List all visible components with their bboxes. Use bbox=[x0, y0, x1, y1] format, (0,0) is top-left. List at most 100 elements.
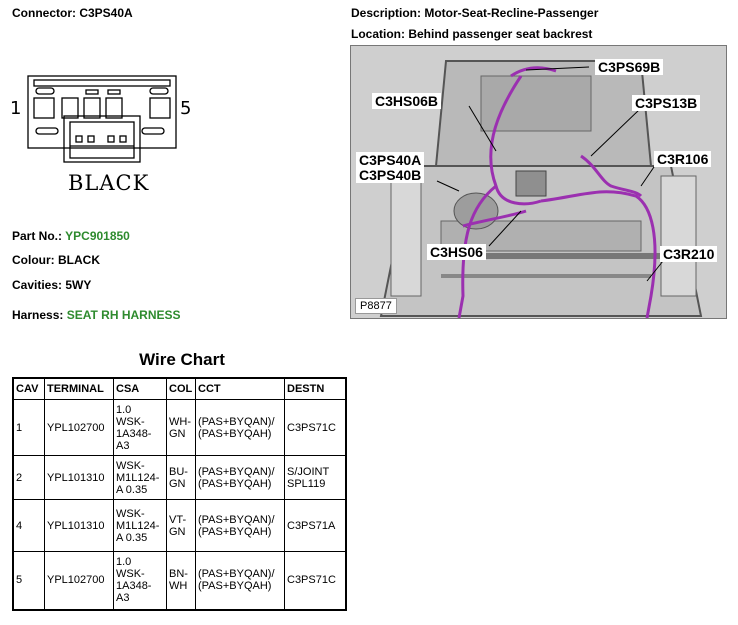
cell-csa-line: WSK- bbox=[116, 415, 145, 428]
cell-csa-line: WSK- bbox=[116, 459, 145, 472]
colour-label: Colour: bbox=[12, 253, 55, 267]
cell-terminal: YPL102700 bbox=[44, 399, 114, 456]
cell-cct: (PAS+BYQAN)/(PAS+BYQAH) bbox=[195, 455, 285, 500]
cell-cct-line: (PAS+BYQAN)/ bbox=[198, 415, 275, 428]
cell-col-line: WH bbox=[169, 580, 188, 593]
pin-number-right: 5 bbox=[180, 98, 192, 119]
header-cav: CAV bbox=[12, 377, 45, 400]
cell-csa-line: A3 bbox=[116, 439, 130, 452]
location-label: Location: Behind passenger seat backrest bbox=[351, 27, 593, 41]
cell-csa-line: M1L124- bbox=[116, 471, 160, 484]
wire-chart-header-row: CAV TERMINAL CSA COL CCT DESTN bbox=[12, 377, 347, 400]
cell-csa: WSK-M1L124-A 0.35 bbox=[113, 499, 167, 552]
photo-plate-number: P8877 bbox=[355, 298, 397, 314]
part-no-row: Part No.: YPC901850 bbox=[12, 229, 130, 243]
connector-color-text: BLACK bbox=[68, 171, 150, 195]
cell-csa: WSK-M1L124-A 0.35 bbox=[113, 455, 167, 500]
cell-destn-line: C3PS71C bbox=[287, 421, 336, 434]
cell-cct-line: (PAS+BYQAN)/ bbox=[198, 465, 275, 478]
cavities-value: 5WY bbox=[65, 278, 92, 292]
colour-row: Colour: BLACK bbox=[12, 253, 100, 267]
cell-col-line: BU- bbox=[169, 465, 188, 478]
cell-cav: 4 bbox=[12, 499, 45, 552]
connector-face-diagram: 1 5 BLACK bbox=[8, 70, 208, 200]
callout-c3ps40a: C3PS40A bbox=[356, 152, 425, 168]
cell-csa-line: A 0.35 bbox=[116, 531, 148, 544]
cell-cct-line: (PAS+BYQAN)/ bbox=[198, 568, 275, 581]
cell-cct-line: (PAS+BYQAH) bbox=[198, 427, 272, 440]
callout-c3r106: C3R106 bbox=[654, 151, 712, 167]
cell-col-line: GN bbox=[169, 427, 186, 440]
cell-csa-line: M1L124- bbox=[116, 519, 160, 532]
cell-destn: C3PS71C bbox=[284, 399, 347, 456]
header-terminal: TERMINAL bbox=[44, 377, 114, 400]
harness-row: Harness: SEAT RH HARNESS bbox=[12, 308, 181, 322]
cell-col: BU-GN bbox=[166, 455, 196, 500]
cell-cav: 1 bbox=[12, 399, 45, 456]
cell-destn-line: S/JOINT bbox=[287, 465, 330, 478]
cell-csa-line: 1A348- bbox=[116, 580, 152, 593]
colour-value: BLACK bbox=[58, 253, 100, 267]
harness-value: SEAT RH HARNESS bbox=[66, 308, 181, 322]
cell-destn-line: SPL119 bbox=[287, 477, 326, 490]
header-csa: CSA bbox=[113, 377, 167, 400]
cell-csa-line: WSK- bbox=[116, 568, 145, 581]
cell-terminal: YPL102700 bbox=[44, 551, 114, 610]
part-no-value: YPC901850 bbox=[65, 229, 130, 243]
callout-c3ps13b: C3PS13B bbox=[632, 95, 701, 111]
cell-cct-line: (PAS+BYQAH) bbox=[198, 580, 272, 593]
pin-number-left: 1 bbox=[10, 98, 22, 119]
harness-label: Harness: bbox=[12, 308, 64, 322]
cell-destn: C3PS71A bbox=[284, 499, 347, 552]
cell-cct: (PAS+BYQAN)/(PAS+BYQAH) bbox=[195, 499, 285, 552]
cell-terminal: YPL101310 bbox=[44, 499, 114, 552]
description-label: Description: Motor-Seat-Recline-Passenge… bbox=[351, 6, 599, 20]
cell-cav: 5 bbox=[12, 551, 45, 610]
cell-cct-line: (PAS+BYQAN)/ bbox=[198, 513, 275, 526]
cell-col-line: WH- bbox=[169, 415, 191, 428]
cell-terminal: YPL101310 bbox=[44, 455, 114, 500]
cell-destn: C3PS71C bbox=[284, 551, 347, 610]
callout-c3hs06b: C3HS06B bbox=[372, 93, 442, 109]
connector-outline-icon bbox=[27, 75, 177, 163]
wire-chart-title: Wire Chart bbox=[139, 350, 225, 369]
cell-col: WH-GN bbox=[166, 399, 196, 456]
callout-c3ps40b: C3PS40B bbox=[356, 167, 425, 183]
cell-col-line: GN bbox=[169, 525, 186, 538]
cell-csa-line: 1.0 bbox=[116, 556, 132, 569]
cell-cct-line: (PAS+BYQAH) bbox=[198, 525, 272, 538]
cell-csa-line: 1A348- bbox=[116, 427, 152, 440]
cavities-row: Cavities: 5WY bbox=[12, 278, 91, 292]
callout-c3hs06: C3HS06 bbox=[427, 244, 486, 260]
cell-col: VT-GN bbox=[166, 499, 196, 552]
cell-col-line: BN- bbox=[169, 568, 188, 581]
cell-destn-line: C3PS71A bbox=[287, 519, 336, 532]
cell-cct-line: (PAS+BYQAH) bbox=[198, 477, 272, 490]
cell-csa-line: A3 bbox=[116, 592, 130, 605]
cell-col-line: VT- bbox=[169, 513, 187, 526]
part-no-label: Part No.: bbox=[12, 229, 63, 243]
cell-csa-line: WSK- bbox=[116, 507, 145, 520]
connector-label: Connector: C3PS40A bbox=[12, 6, 133, 20]
header-col: COL bbox=[166, 377, 196, 400]
header-destn: DESTN bbox=[284, 377, 347, 400]
seat-frame-illustration-icon bbox=[351, 46, 726, 318]
cell-col: BN-WH bbox=[166, 551, 196, 610]
callout-c3r210: C3R210 bbox=[660, 246, 718, 262]
cell-csa-line: 1.0 bbox=[116, 403, 132, 416]
location-photo: C3PS69B C3HS06B C3PS13B C3PS40A C3PS40B … bbox=[350, 45, 727, 319]
cavities-label: Cavities: bbox=[12, 278, 63, 292]
cell-cav: 2 bbox=[12, 455, 45, 500]
cell-col-line: GN bbox=[169, 477, 186, 490]
cell-cct: (PAS+BYQAN)/(PAS+BYQAH) bbox=[195, 399, 285, 456]
callout-c3ps69b: C3PS69B bbox=[595, 59, 664, 75]
cell-csa-line: A 0.35 bbox=[116, 483, 148, 496]
header-cct: CCT bbox=[195, 377, 285, 400]
